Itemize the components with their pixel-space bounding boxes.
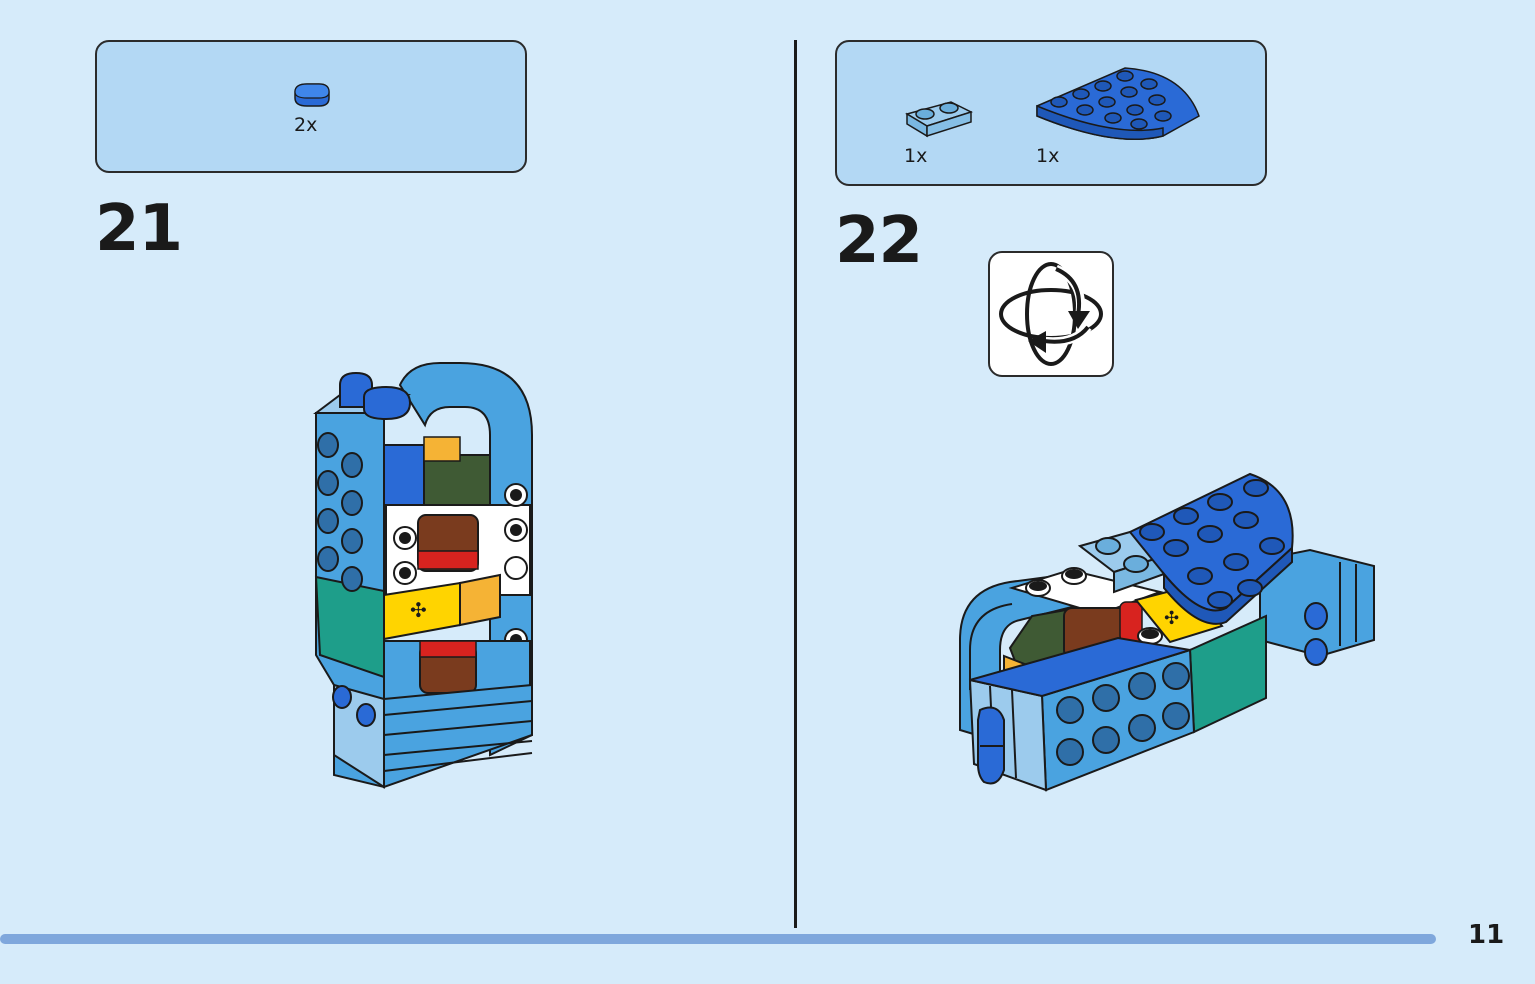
step-divider — [794, 40, 797, 928]
corner-plate-piece-icon — [1036, 67, 1200, 140]
step-number: 22 — [835, 204, 923, 278]
part-quantity: 1x — [1036, 145, 1060, 167]
page-number: 11 — [1468, 920, 1505, 950]
part-quantity: 2x — [294, 114, 318, 136]
parts-callout-step-21: 2x — [95, 40, 527, 173]
parts-callout-step-22: 1x 1x — [835, 40, 1267, 186]
svg-text:✣: ✣ — [410, 598, 427, 622]
progress-bar — [0, 934, 1436, 944]
round-tile-piece-icon — [294, 83, 330, 107]
rotate-model-icon — [999, 262, 1103, 366]
rotate-indicator — [988, 251, 1114, 377]
model-illustration-step-21: ✣ — [313, 362, 533, 789]
model-illustration-step-22: ✣ — [959, 472, 1375, 792]
svg-text:✣: ✣ — [1164, 608, 1179, 629]
plate-piece-icon — [905, 101, 973, 138]
part-quantity: 1x — [904, 145, 928, 167]
step-number: 21 — [95, 192, 183, 266]
progress-bar-fill — [0, 934, 1436, 944]
